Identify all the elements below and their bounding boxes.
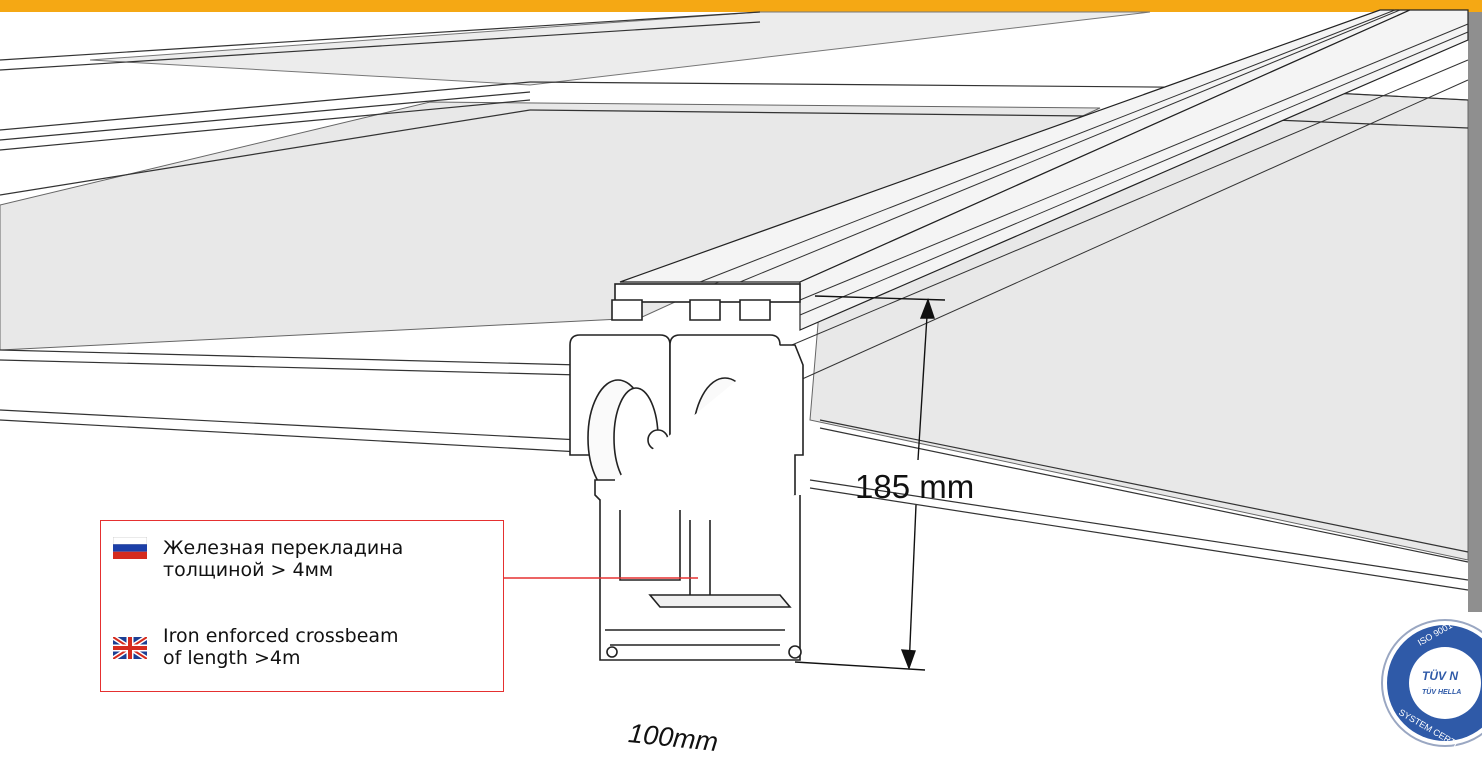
- height-dimension-label: 185 mm: [855, 468, 975, 505]
- badge-hella-text: TÜV HELLA: [1422, 687, 1461, 696]
- glass-panel-far: [89, 11, 1151, 86]
- rail-cross-section: [569, 283, 804, 661]
- callout-row-ru: Железная перекладина толщиной > 4мм: [113, 537, 403, 581]
- top-accent-bar: [0, 0, 1482, 12]
- russia-flag-icon: [113, 537, 147, 559]
- arrow-bottom: [900, 649, 916, 671]
- height-dimension-line-lower: [908, 504, 917, 669]
- rail-grooves: [699, 9, 1469, 381]
- height-dimension-line-upper: [917, 299, 929, 461]
- certification-badge: ISO 9001 TÜV N TÜV HELLA SYSTEM CERTI: [1381, 619, 1482, 748]
- crossbeam-callout: Железная перекладина толщиной > 4мм Iron…: [100, 520, 504, 692]
- callout-text-en: Iron enforced crossbeam of length >4m: [163, 625, 399, 669]
- arrow-top: [919, 297, 935, 319]
- right-side-bar: [1468, 12, 1482, 612]
- callout-text-ru: Железная перекладина толщиной > 4мм: [163, 537, 404, 581]
- height-extension-top: [814, 295, 946, 301]
- badge-tuv-text: TÜV N: [1422, 668, 1458, 683]
- uk-flag-icon: [113, 637, 147, 659]
- height-extension-bottom: [794, 661, 926, 671]
- dimension-lines: [794, 295, 946, 671]
- callout-row-en: Iron enforced crossbeam of length >4m: [113, 625, 399, 669]
